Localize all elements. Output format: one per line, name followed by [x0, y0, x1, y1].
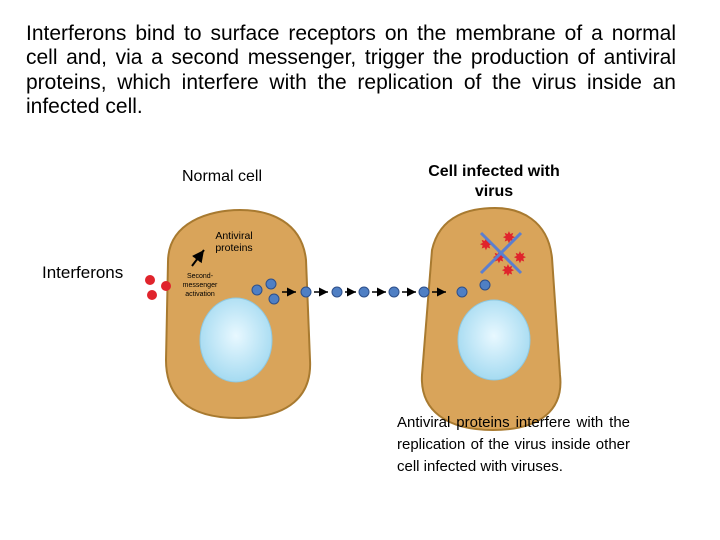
normal-cell-nucleus	[199, 297, 273, 383]
caption: Antiviral proteins interfere with the re…	[397, 414, 630, 475]
interferon-dot	[147, 290, 157, 300]
inhibition-cross-icon	[479, 231, 523, 275]
normal-cell-label: Normal cell	[182, 168, 263, 185]
infected-cell-nucleus	[457, 299, 531, 381]
antiviral-proteins-label: Antiviral proteins	[215, 230, 253, 254]
infected-cell-label: Cell infected with virus	[428, 163, 560, 200]
virus-icon: ✸	[513, 248, 526, 267]
interferon-dot	[145, 275, 155, 285]
protein-dot	[388, 286, 400, 298]
protein-dot	[456, 286, 468, 298]
second-messenger-label: Second-messenger activation	[182, 273, 218, 298]
protein-dot	[268, 293, 280, 305]
interferon-molecules	[145, 275, 171, 300]
protein-dot	[479, 279, 491, 291]
infected-cell	[420, 206, 562, 432]
protein-dot	[251, 284, 263, 296]
protein-dot	[265, 278, 277, 290]
interferons-label: Interferons	[42, 263, 124, 282]
activation-arrow	[191, 249, 205, 267]
intro-paragraph: Interferons bind to surface receptors on…	[26, 22, 676, 119]
protein-dot	[358, 286, 370, 298]
antiviral-protein-chain	[251, 278, 491, 305]
virus-icon: ✸	[501, 261, 514, 280]
protein-dot	[331, 286, 343, 298]
interferon-dot	[161, 281, 171, 291]
protein-dot	[300, 286, 312, 298]
protein-dot	[418, 286, 430, 298]
